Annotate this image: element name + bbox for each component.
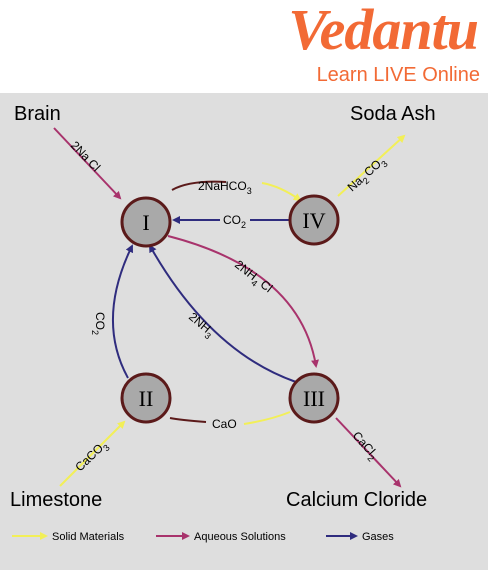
label-soda-ash: Soda Ash: [350, 103, 436, 125]
vedantu-logo: Vedantu Learn LIVE Online: [250, 0, 486, 94]
legend-gas-label: Gases: [362, 531, 394, 543]
label-brain: Brain: [14, 103, 61, 125]
edge-label-co2-top: CO2: [223, 213, 246, 230]
edge-i-to-iii: [167, 235, 319, 368]
edge-label-nh4cl: 2NH4 Cl: [230, 257, 275, 297]
edge-i-to-iv-start: [171, 180, 227, 191]
edge-label-cao: CaO: [212, 417, 237, 431]
edge-ii-to-i: [112, 244, 133, 379]
edge-label-nahco3: 2NaHCO3: [198, 179, 252, 196]
edge-label-bg-co2: [220, 210, 250, 228]
label-limestone: Limestone: [10, 489, 102, 511]
edge-iii-to-ii-end: [169, 417, 207, 423]
logo-brand: Vedantu: [288, 0, 479, 62]
label-calcium-cloride: Calcium Cloride: [286, 489, 427, 511]
node-i-label: I: [142, 210, 149, 235]
diagram-panel: [0, 93, 488, 570]
legend: Solid Materials Aqueous Solutions Gases: [12, 531, 394, 543]
edge-brain-to-i: [53, 127, 122, 200]
edge-label-cacl2: CaCl2: [348, 429, 382, 464]
node-ii-label: II: [139, 386, 154, 411]
node-i: I: [120, 196, 172, 248]
node-iv: IV: [288, 194, 340, 246]
node-iii-label: III: [303, 386, 325, 411]
edge-label-co2-left: CO2: [90, 312, 107, 335]
legend-aqueous-label: Aqueous Solutions: [194, 531, 286, 543]
edge-label-nh3: 2NH3: [184, 310, 217, 342]
edge-limestone-to-ii: [59, 420, 126, 487]
edge-iii-to-cacl2: [335, 417, 402, 488]
logo-tagline: Learn LIVE Online: [316, 64, 480, 86]
edge-label-caco3: CaCO3: [72, 437, 111, 476]
edge-iii-to-ii: [243, 411, 291, 425]
node-iv-label: IV: [302, 208, 325, 233]
edge-iii-to-i: [149, 244, 297, 383]
edge-label-nacl: 2NaCl: [68, 138, 103, 174]
node-iii: III: [288, 372, 340, 424]
node-ii: II: [120, 372, 172, 424]
edge-label-na2co3: Na2CO3: [345, 153, 390, 196]
edge-i-to-iv: [261, 182, 302, 202]
legend-solid-label: Solid Materials: [52, 531, 125, 543]
edge-iv-to-soda-ash: [337, 134, 406, 197]
